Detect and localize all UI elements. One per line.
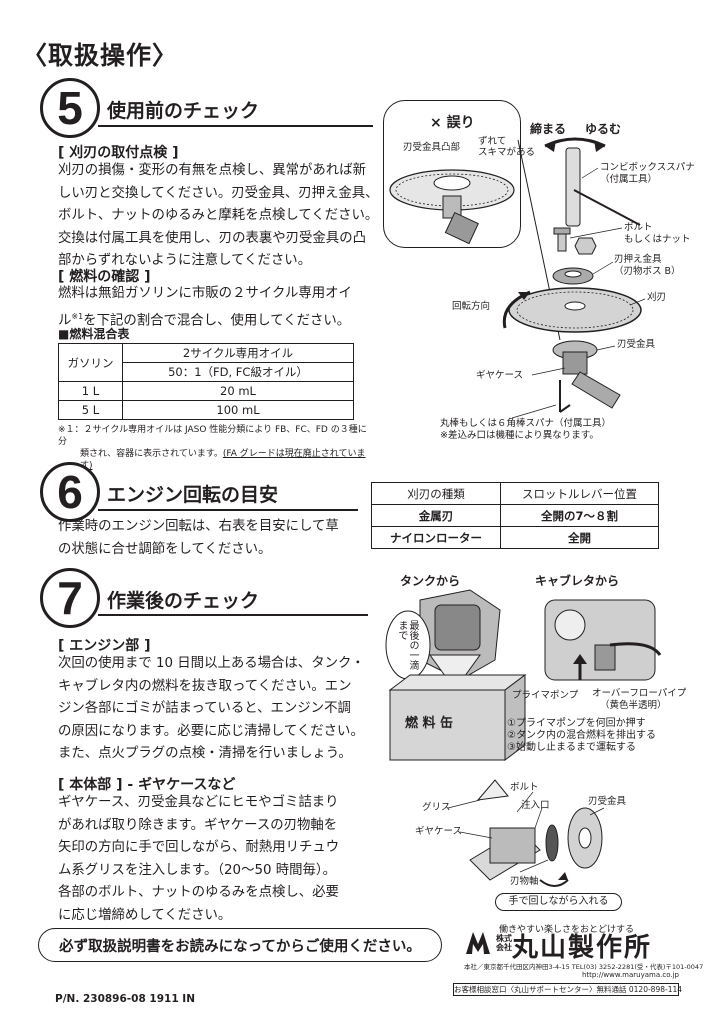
fuel-ratio: 50：1（FD, FC級オイル） bbox=[122, 362, 354, 382]
label-zure: ずれてスキマがある bbox=[478, 136, 536, 158]
label-uke-2: 刃受金具 bbox=[588, 796, 627, 807]
fuel-check-heading: [ 燃料の確認 ] bbox=[58, 269, 151, 285]
label-uke: 刃受金具 bbox=[617, 339, 656, 350]
blade-check-text: 刈刃の損傷・変形の有無を点検し、異常があれば新 しい刃と交換してください。刃受金… bbox=[58, 163, 379, 268]
section-6-number: 6 bbox=[40, 462, 100, 522]
fuel-table-caption: ■燃料混合表 bbox=[58, 327, 130, 341]
drain-steps: ①プライマポンプを何回か押す ②タンク内の混合燃料を排出する ③始動し止まるまで… bbox=[507, 718, 656, 753]
table-row: 金属刃全開の7～８割 bbox=[371, 504, 659, 527]
label-blade: 刈刃 bbox=[647, 292, 667, 303]
bubble-text: 最後の一滴まで bbox=[396, 620, 418, 670]
section-7-title: 作業後のチェック bbox=[107, 590, 260, 612]
section-5-underline bbox=[98, 125, 373, 127]
wrong-install-callout bbox=[383, 100, 521, 248]
maruyama-logo-icon bbox=[466, 932, 490, 954]
part-number: P/N. 230896-08 1911 IN bbox=[55, 993, 195, 1005]
label-overflow: オーバーフローパイプ（黄色半透明） bbox=[592, 688, 687, 711]
engine-part-text: 次回の使用まで 10 日間以上ある場合は、タンク・ キャブレタ内の燃料を抜き取っ… bbox=[58, 656, 365, 761]
label-inlet: 注入口 bbox=[521, 800, 550, 811]
label-gearcase: ギヤケース bbox=[476, 370, 524, 381]
engine-speed-table: 刈刃の種類 スロットルレバー位置 金属刃全開の7～８割 ナイロンローター全開 bbox=[371, 482, 659, 549]
label-spanner: コンビボックススパナ（付属工具） bbox=[600, 162, 695, 185]
company-address: 本社／東京都千代田区内神田3-4-15 TEL(03) 3252-2281(受・… bbox=[464, 963, 704, 971]
support-center: お客様相談窓口〈丸山サポートセンター〉無料通話 0120-898-114 bbox=[453, 983, 683, 996]
label-uke-totsu: 刃受金具凸部 bbox=[403, 142, 461, 153]
label-shaft: 刃物軸 bbox=[510, 876, 539, 887]
label-grease: グリス bbox=[422, 802, 451, 813]
company-name: 丸山製作所 bbox=[512, 933, 653, 963]
section-6-underline bbox=[98, 509, 358, 511]
section-6-text: 作業時のエンジン回転は、右表を目安にして草 の状態に合せ調節をしてください。 bbox=[58, 519, 339, 557]
label-tighten: 締まる bbox=[530, 122, 567, 136]
label-rotation: 回転方向 bbox=[452, 301, 491, 312]
label-hand-turn: 手で回しながら入れる bbox=[495, 893, 622, 911]
engine-part-heading: [ エンジン部 ] bbox=[58, 638, 151, 654]
table-row: ナイロンローター全開 bbox=[371, 526, 659, 549]
label-from-carb: キャブレタから bbox=[535, 574, 620, 588]
rpm-col-blade: 刈刃の種類 bbox=[371, 482, 501, 505]
label-primer: プライマポンプ bbox=[512, 690, 579, 701]
company-type: 株式 会社 bbox=[496, 934, 512, 952]
label-bolt-2: ボルト bbox=[510, 782, 539, 793]
label-loosen: ゆるむ bbox=[585, 122, 622, 136]
label-bar-spanner: 丸棒もしくは６角棒スパナ（付属工具）※差込み口は機種により異なります。 bbox=[440, 418, 612, 441]
company-tagline: 働きやすい楽しさをおとどけする bbox=[499, 925, 635, 935]
label-gearcase-2: ギヤケース bbox=[415, 826, 463, 837]
label-osae: 刃押え金具（刃物ボス B） bbox=[614, 254, 681, 277]
company-url[interactable]: http://www.maruyama.co.jp bbox=[581, 971, 679, 979]
label-fuel-can: 燃 料 缶 bbox=[405, 716, 454, 731]
page-title: 〈取扱操作〉 bbox=[22, 41, 179, 70]
section-5-title: 使用前のチェック bbox=[107, 100, 260, 122]
label-from-tank: タンクから bbox=[400, 574, 461, 588]
body-part-heading: [ 本体部 ] - ギヤケースなど bbox=[58, 777, 236, 793]
read-manual-notice: 必ず取扱説明書をお読みになってからご使用ください。 bbox=[38, 928, 442, 962]
wrong-label: × 誤り bbox=[430, 115, 475, 131]
blade-check-heading: [ 刈刃の取付点検 ] bbox=[58, 145, 179, 161]
label-bolt: ボルトもしくはナット bbox=[624, 222, 691, 245]
fuel-col-gasoline: ガソリン bbox=[58, 343, 123, 382]
section-5-number: 5 bbox=[40, 78, 100, 138]
body-part-text: ギヤケース、刃受金具などにヒモやゴミ詰まり があれば取り除きます。ギヤケースの刃… bbox=[58, 795, 340, 923]
section-7-number: 7 bbox=[40, 568, 100, 628]
section-7-underline bbox=[98, 614, 368, 616]
fuel-check-text: 燃料は無鉛ガソリンに市販の２サイクル専用オイ ル※1を下記の割合で混合し、使用し… bbox=[58, 286, 352, 328]
section-6-title: エンジン回転の目安 bbox=[107, 484, 279, 506]
